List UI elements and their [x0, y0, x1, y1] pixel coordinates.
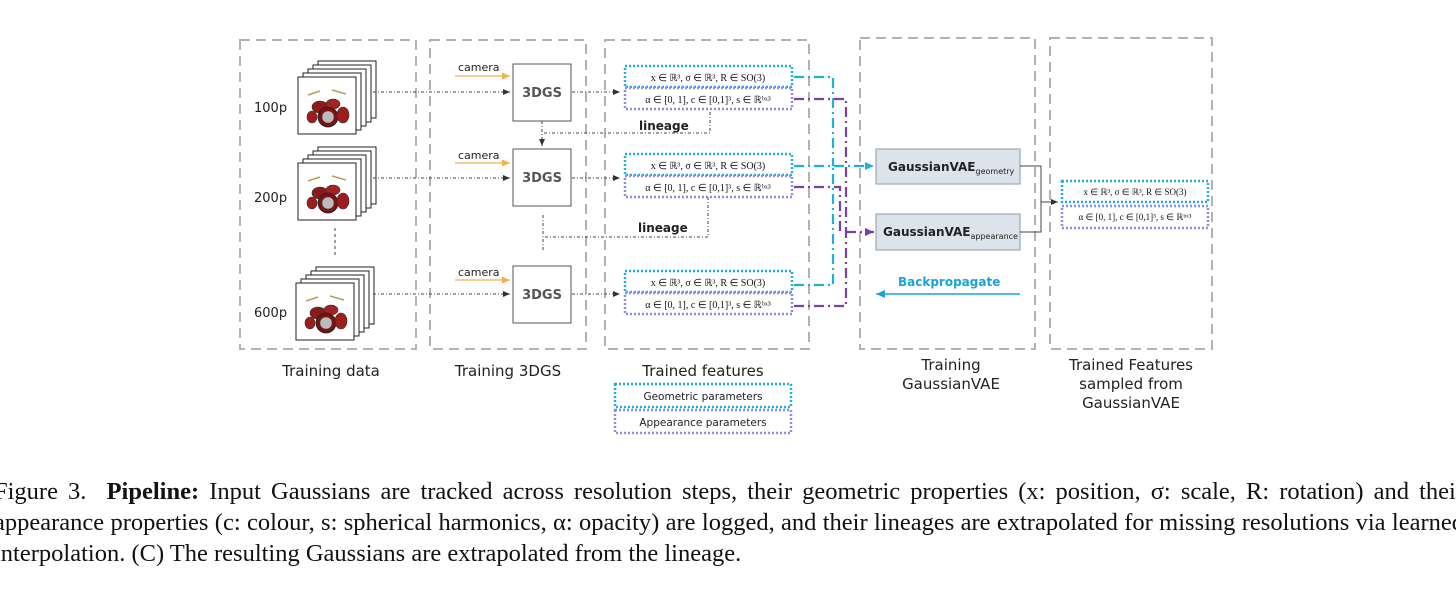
3dgs-label-3: 3DGS	[522, 288, 562, 303]
geometry-formula: x ∈ ℝ³, σ ∈ ℝ³, R ∈ SO(3)	[651, 161, 765, 172]
drum-kit-thumbnail	[306, 175, 350, 214]
image-stack-3	[295, 266, 375, 341]
stage-label-training-vae-1: Training	[920, 356, 980, 374]
pipeline-figure: 100p 200p 600p camera camera camera 3DGS…	[239, 37, 1213, 435]
geometry-flow-1	[794, 75, 835, 166]
lineage-connector-2	[544, 197, 709, 238]
caption-text: Input Gaussians are tracked across resol…	[0, 478, 1456, 567]
legend-appearance-label: Appearance parameters	[639, 417, 766, 429]
geometry-feature-box	[623, 152, 794, 177]
resolution-label-600p: 600p	[254, 306, 287, 321]
camera-label-1: camera	[458, 61, 500, 74]
3dgs-box-3	[512, 265, 572, 324]
appearance-formula: α ∈ [0, 1], c ∈ [0,1]³, s ∈ ℝᵇˣ³	[645, 300, 770, 311]
sampled-geometry-box	[1060, 179, 1210, 204]
feature-pair-2: x ∈ ℝ³, σ ∈ ℝ³, R ∈ SO(3) α ∈ [0, 1], c ∈…	[623, 152, 794, 199]
vae-appearance-out-line	[1020, 202, 1042, 233]
vae-geometry-out-line	[1020, 165, 1042, 202]
3dgs-box-1	[512, 63, 572, 122]
resolution-label-100p: 100p	[254, 101, 287, 116]
image-stacks	[295, 60, 377, 341]
image-stack-2	[297, 146, 377, 221]
stage-label-sampled-2: sampled from	[1079, 375, 1183, 393]
lineage-label-1: lineage	[639, 119, 689, 133]
camera-label-2: camera	[458, 149, 500, 162]
caption-prefix: Figure 3.	[0, 478, 87, 505]
geometry-flow-3	[794, 166, 835, 287]
sampled-geometry-formula: x ∈ ℝ³, σ ∈ ℝ³, R ∈ SO(3)	[1083, 187, 1186, 197]
legend-geometric-box	[613, 382, 793, 409]
3dgs-label-2: 3DGS	[522, 171, 562, 186]
panel-training-data	[239, 39, 417, 350]
feature-pair-3: x ∈ ℝ³, σ ∈ ℝ³, R ∈ SO(3) α ∈ [0, 1], c ∈…	[623, 269, 794, 316]
drum-kit-thumbnail	[304, 295, 348, 334]
panel-training-3dgs	[429, 39, 587, 350]
geometry-feature-box	[623, 269, 794, 294]
lineage-label-2: lineage	[638, 221, 688, 235]
3dgs-box-2	[512, 148, 572, 207]
panel-sampled-features	[1049, 37, 1213, 350]
image-stack-1	[297, 60, 377, 135]
geometry-formula: x ∈ ℝ³, σ ∈ ℝ³, R ∈ SO(3)	[651, 278, 765, 289]
panel-training-vae	[859, 37, 1036, 350]
3dgs-label-1: 3DGS	[522, 86, 562, 101]
sampled-appearance-formula: α ∈ [0, 1], c ∈ [0,1]³, s ∈ ℝᵇˣ³	[1079, 212, 1192, 222]
caption-bold: Pipeline:	[106, 478, 200, 505]
vae-appearance-label: GaussianVAEappearance	[883, 225, 1018, 241]
stage-label-trained-features: Trained features	[641, 362, 764, 380]
appearance-formula: α ∈ [0, 1], c ∈ [0,1]³, s ∈ ℝᵇˣ³	[645, 183, 770, 194]
geometry-feature-box	[623, 64, 794, 89]
stage-label-training-3dgs: Training 3DGS	[454, 362, 561, 380]
vae-appearance-box	[875, 213, 1021, 251]
legend-geometric-label: Geometric parameters	[643, 391, 762, 403]
stage-label-sampled-3: GaussianVAE	[1082, 394, 1180, 412]
backpropagate-label: Backpropagate	[898, 275, 1000, 289]
figure-caption: Figure 3. Pipeline: Input Gaussians are …	[0, 476, 1456, 569]
appearance-flow-3	[794, 232, 848, 308]
sampled-appearance-box	[1060, 204, 1210, 230]
panel-trained-features	[604, 39, 810, 350]
stage-label-training-vae-2: GaussianVAE	[902, 375, 1000, 393]
vae-geometry-label: GaussianVAEgeometry	[888, 160, 1015, 176]
legend-appearance-box	[613, 408, 793, 435]
lineage-connector-1	[542, 112, 711, 134]
geometry-formula: x ∈ ℝ³, σ ∈ ℝ³, R ∈ SO(3)	[651, 73, 765, 84]
appearance-feature-box	[623, 291, 794, 316]
appearance-feature-box	[623, 174, 794, 199]
stage-label-sampled-1: Trained Features	[1068, 356, 1193, 374]
camera-label-3: camera	[458, 266, 500, 279]
resolution-label-200p: 200p	[254, 191, 287, 206]
vae-geometry-box	[875, 148, 1021, 185]
appearance-flow-2	[794, 185, 842, 232]
feature-pair-1: x ∈ ℝ³, σ ∈ ℝ³, R ∈ SO(3) α ∈ [0, 1], c ∈…	[623, 64, 794, 111]
appearance-flow-1	[794, 97, 848, 232]
trained-feature-boxes: x ∈ ℝ³, σ ∈ ℝ³, R ∈ SO(3) α ∈ [0, 1], c ∈…	[623, 64, 794, 316]
stage-label-training-data: Training data	[281, 362, 380, 380]
drum-kit-thumbnail	[306, 89, 350, 128]
appearance-formula: α ∈ [0, 1], c ∈ [0,1]³, s ∈ ℝᵇˣ³	[645, 95, 770, 106]
appearance-feature-box	[623, 86, 794, 111]
